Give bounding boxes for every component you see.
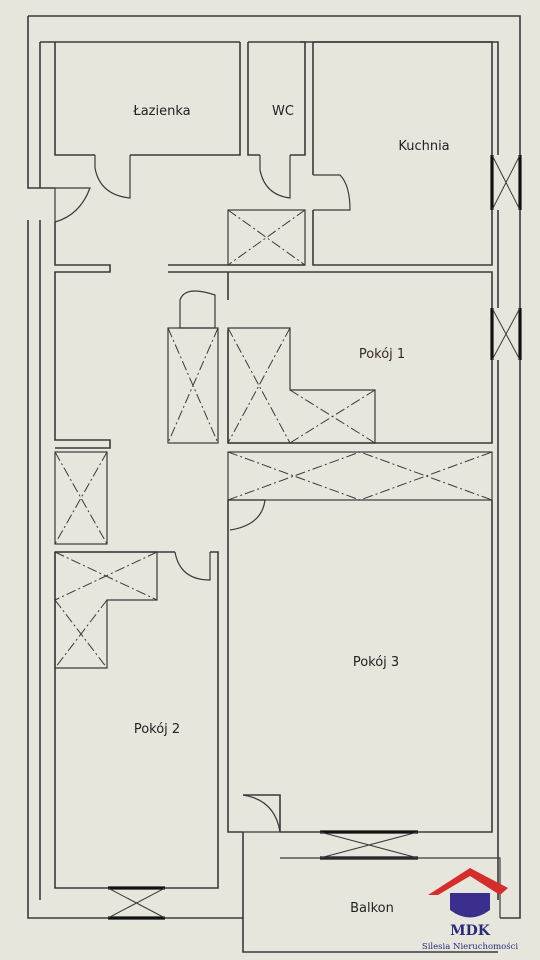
logo-tagline: Silesia Nieruchomości [422, 941, 519, 952]
entrance-door [54, 187, 91, 223]
room-label-room-1: Pokój 1 [359, 347, 405, 362]
room-3: Pokój 3 [227, 499, 493, 860]
logo-roof-icon [428, 868, 508, 895]
room-label-room-3: Pokój 3 [353, 655, 399, 670]
room-label-kitchen: Kuchnia [398, 139, 449, 154]
balcony-door [319, 830, 419, 860]
outer-wall [27, 15, 521, 919]
ventilation-shaft-1 [227, 209, 306, 266]
wardrobe-left [54, 451, 108, 545]
room-2: Pokój 2 [54, 551, 219, 920]
logo-brand: MDK [450, 923, 491, 939]
balcony: Balkon [242, 794, 501, 953]
logo-shield-icon [450, 893, 490, 918]
room-label-bathroom: Łazienka [132, 104, 190, 119]
room-label-balcony: Balkon [350, 901, 394, 916]
room-1-window [490, 307, 522, 361]
outer-wall-inner [39, 41, 499, 900]
kitchen: Kuchnia [312, 41, 522, 266]
kitchen-window [490, 154, 522, 211]
room-label-room-2: Pokój 2 [134, 722, 180, 737]
hall-walls [54, 222, 305, 449]
room-label-wc: WC [272, 104, 294, 119]
room-1: Pokój 1 [167, 271, 522, 444]
company-logo: MDK Silesia Nieruchomości [422, 868, 519, 952]
bathroom: Łazienka [54, 42, 241, 199]
wc: WC [247, 41, 306, 199]
wardrobe-long [227, 451, 493, 501]
room-2-window [107, 886, 166, 920]
